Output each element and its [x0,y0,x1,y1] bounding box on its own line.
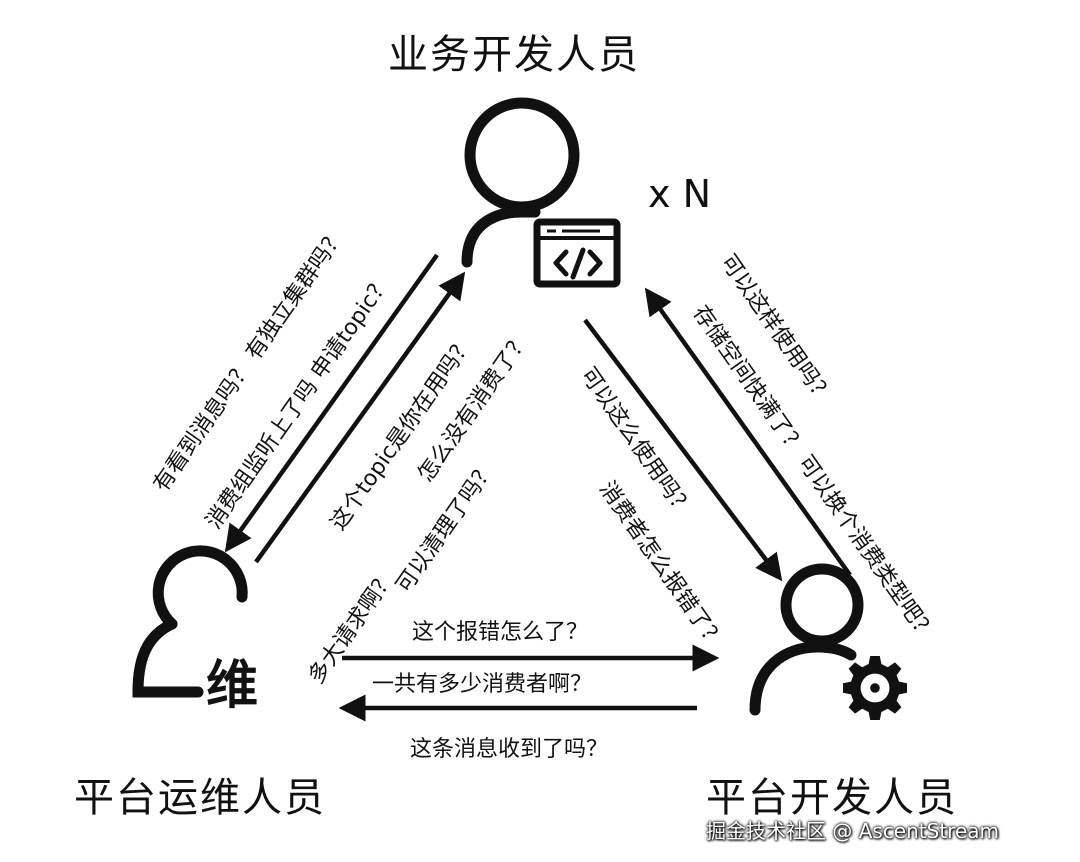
ops-badge-glyph: 维 [206,656,259,716]
ops-user-icon [132,545,248,698]
arrows [224,253,852,722]
arrow-business-to-ops [224,253,439,553]
business-dev-user-icon [461,97,580,268]
arrow-business-to-platform [583,318,783,582]
multiplier-label: x N [648,172,711,216]
arrow-platform-to-business [644,287,852,577]
edge-label-ops-platform-1: 这个报错怎么了？ [412,620,589,645]
role-title-platform-ops: 平台运维人员 [74,775,326,821]
gear-icon [843,656,907,720]
role-title-platform-dev: 平台开发人员 [706,775,958,821]
edge-label-platform-ops-1: 这条消息收到了吗？ [410,737,609,762]
watermark: 掘金技术社区 @ AscentStream [706,819,999,843]
arrow-ops-to-business [254,271,466,564]
edge-label-ops-platform-2: 一共有多少消费者啊？ [372,672,593,697]
code-window-icon [533,218,621,288]
platform-dev-user-icon [749,563,864,716]
role-title-business-dev: 业务开发人员 [388,32,640,78]
